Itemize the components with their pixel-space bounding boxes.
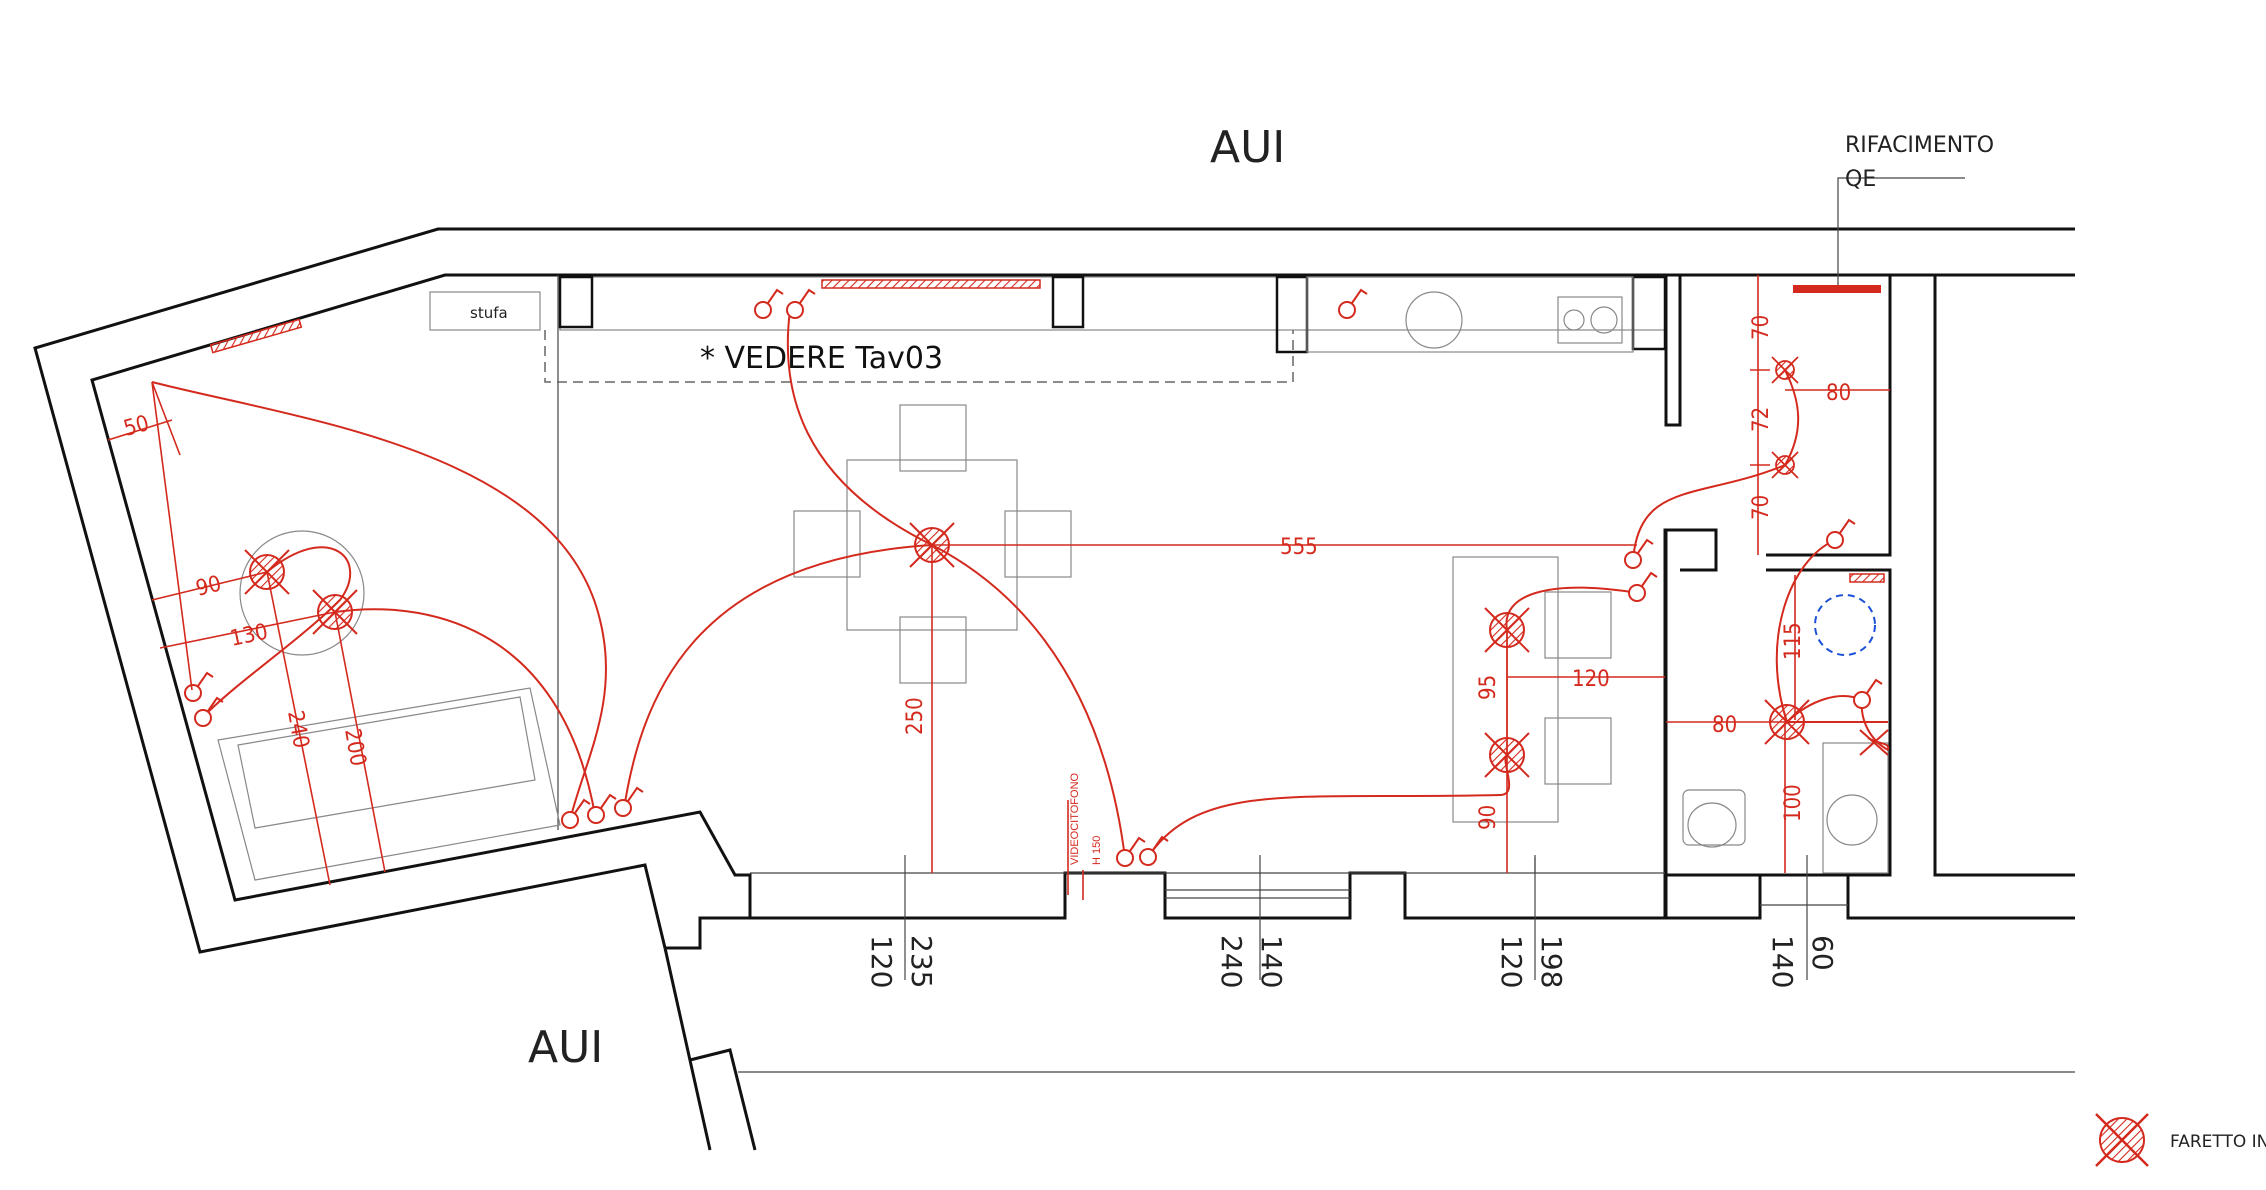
furniture — [217, 275, 1889, 881]
dim-50: 50 — [121, 411, 152, 442]
electrical-layout — [107, 177, 1965, 900]
label-rifacimento: RIFACIMENTO — [1845, 133, 1994, 158]
legend-spot-icon — [2095, 1113, 2149, 1167]
plan-labels: AUI AUI RIFACIMENTO QE stufa * VEDERE Ta… — [470, 122, 1994, 1073]
radiator-bedroom — [209, 318, 303, 354]
dim-70a: 70 — [1749, 315, 1774, 340]
opening-2a: 240 — [1215, 935, 1248, 988]
opening-3b: 198 — [1535, 935, 1568, 988]
electrical-panel — [1793, 285, 1881, 293]
dim-95: 95 — [1476, 675, 1501, 700]
dim-120: 120 — [1572, 667, 1610, 692]
label-vedere: * VEDERE Tav03 — [700, 341, 943, 376]
walls — [33, 227, 2075, 1151]
opening-2b: 140 — [1255, 935, 1288, 988]
opening-4a: 140 — [1766, 935, 1799, 988]
legend-faretto-label: FARETTO INCA — [2170, 1132, 2266, 1152]
opening-labels: 120 235 240 140 120 198 140 60 — [865, 855, 1839, 988]
dim-72: 72 — [1749, 407, 1774, 432]
dim-250: 250 — [903, 697, 928, 735]
dim-115: 115 — [1781, 622, 1806, 660]
dim-80b: 80 — [1712, 713, 1737, 738]
opening-3a: 120 — [1495, 935, 1528, 988]
opening-1b: 235 — [905, 935, 938, 988]
dim-90b: 90 — [1476, 805, 1501, 830]
dimension-labels: 50 90 130 240 200 250 555 95 120 90 70 7… — [121, 315, 1851, 830]
opening-4b: 60 — [1806, 935, 1839, 971]
radiator-bath — [1849, 573, 1885, 583]
dim-200: 200 — [339, 727, 370, 769]
opening-1a: 120 — [865, 935, 898, 988]
label-qe: QE — [1845, 167, 1876, 192]
label-videocitofono: VIDEOCITOFONO — [1069, 772, 1081, 865]
label-stufa: stufa — [470, 304, 508, 322]
dim-100: 100 — [1781, 784, 1806, 822]
label-aui-top: AUI — [1210, 122, 1285, 173]
dim-130: 130 — [228, 620, 270, 652]
label-h150: H 150 — [1091, 836, 1103, 865]
radiator-kitchen — [821, 279, 1041, 289]
dim-70b: 70 — [1749, 495, 1774, 520]
dim-80a: 80 — [1826, 381, 1851, 406]
smoke-detector-icon — [1814, 594, 1876, 656]
dim-240: 240 — [282, 709, 313, 751]
label-aui-bottom: AUI — [528, 1022, 603, 1073]
dim-90: 90 — [193, 571, 223, 601]
dim-555: 555 — [1280, 535, 1318, 560]
legend: FARETTO INCA — [2095, 1113, 2266, 1167]
